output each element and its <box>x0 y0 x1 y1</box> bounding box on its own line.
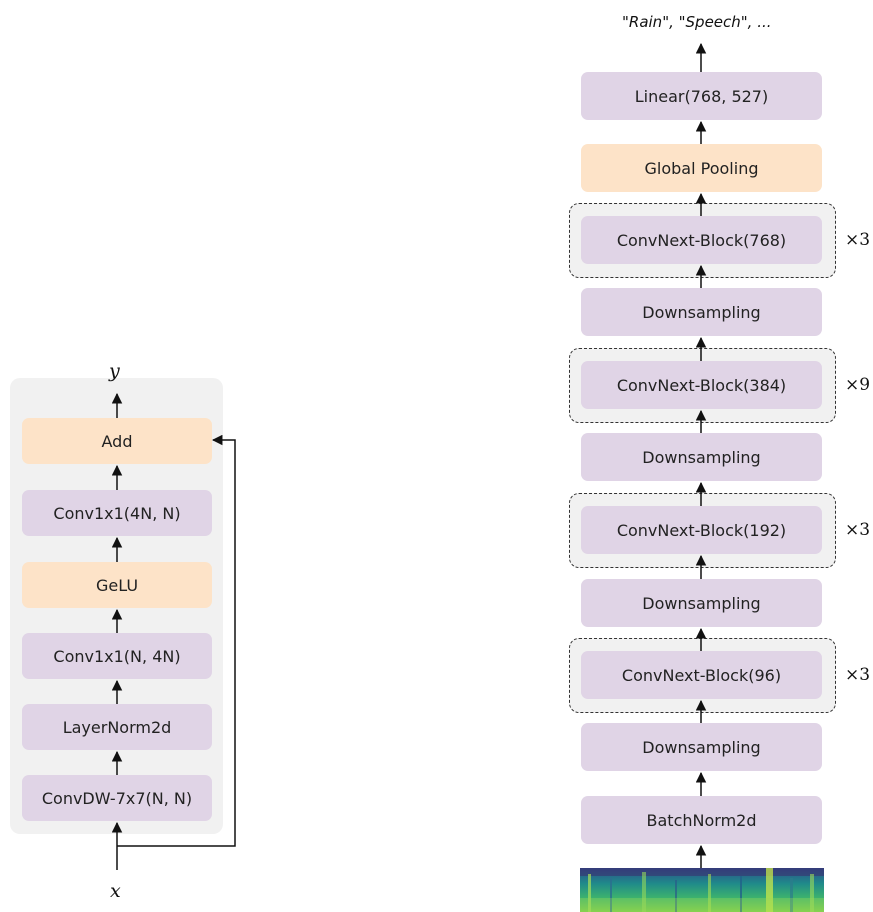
downsampling-layer-2: Downsampling <box>581 579 822 627</box>
linear-layer: Linear(768, 527) <box>581 72 822 120</box>
input-variable-x: x <box>110 880 121 902</box>
gelu-layer: GeLU <box>22 562 212 608</box>
downsampling-layer-4: Downsampling <box>581 288 822 336</box>
stage4-repeat-label: ×3 <box>845 230 871 250</box>
layernorm2d-layer: LayerNorm2d <box>22 704 212 750</box>
downsampling-layer-3: Downsampling <box>581 433 822 481</box>
convnext-block-768: ConvNext-Block(768) <box>581 216 822 264</box>
convnext-block-96: ConvNext-Block(96) <box>581 651 822 699</box>
stage3-repeat-label: ×9 <box>845 375 871 395</box>
batchnorm2d-layer: BatchNorm2d <box>581 796 822 844</box>
convnext-block-384: ConvNext-Block(384) <box>581 361 822 409</box>
conv1x1-expand-out-layer: Conv1x1(4N, N) <box>22 490 212 536</box>
downsampling-layer-1: Downsampling <box>581 723 822 771</box>
global-pooling-layer: Global Pooling <box>581 144 822 192</box>
stage1-repeat-label: ×3 <box>845 665 871 685</box>
convnext-block-192: ConvNext-Block(192) <box>581 506 822 554</box>
conv1x1-expand-in-layer: Conv1x1(N, 4N) <box>22 633 212 679</box>
stage2-repeat-label: ×3 <box>845 520 871 540</box>
output-variable-y: y <box>109 360 120 382</box>
add-layer: Add <box>22 418 212 464</box>
output-classes-label: "Rain", "Speech", ... <box>622 13 772 31</box>
spectrogram-input-image <box>580 868 824 912</box>
convdw-layer: ConvDW-7x7(N, N) <box>22 775 212 821</box>
